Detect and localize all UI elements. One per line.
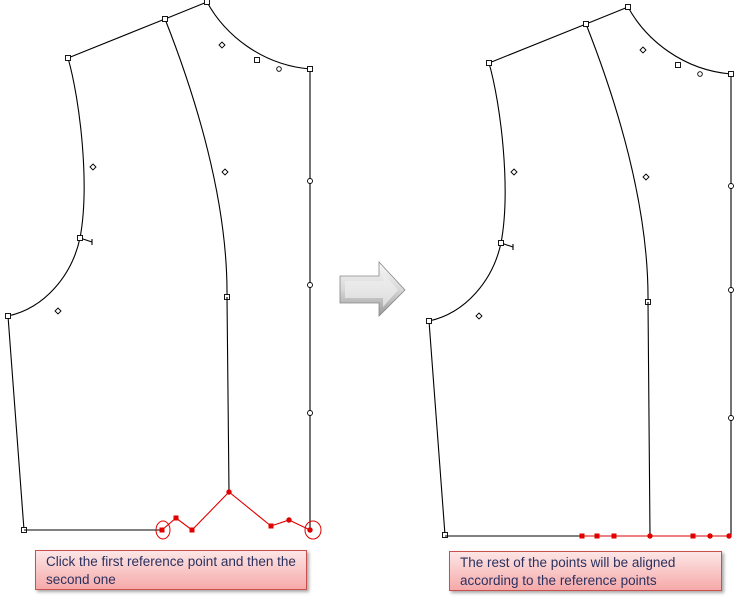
second-reference-point[interactable]: [304, 520, 322, 540]
arrow-right-icon: [339, 260, 406, 317]
caption-before: Click the first reference point and then…: [35, 550, 307, 590]
first-reference-point[interactable]: [155, 520, 171, 540]
unaligned-points: [161, 491, 311, 531]
caption-after: The rest of the points will be aligned a…: [449, 551, 722, 591]
pattern-after: [425, 3, 735, 539]
pattern-before: [4, 0, 322, 540]
